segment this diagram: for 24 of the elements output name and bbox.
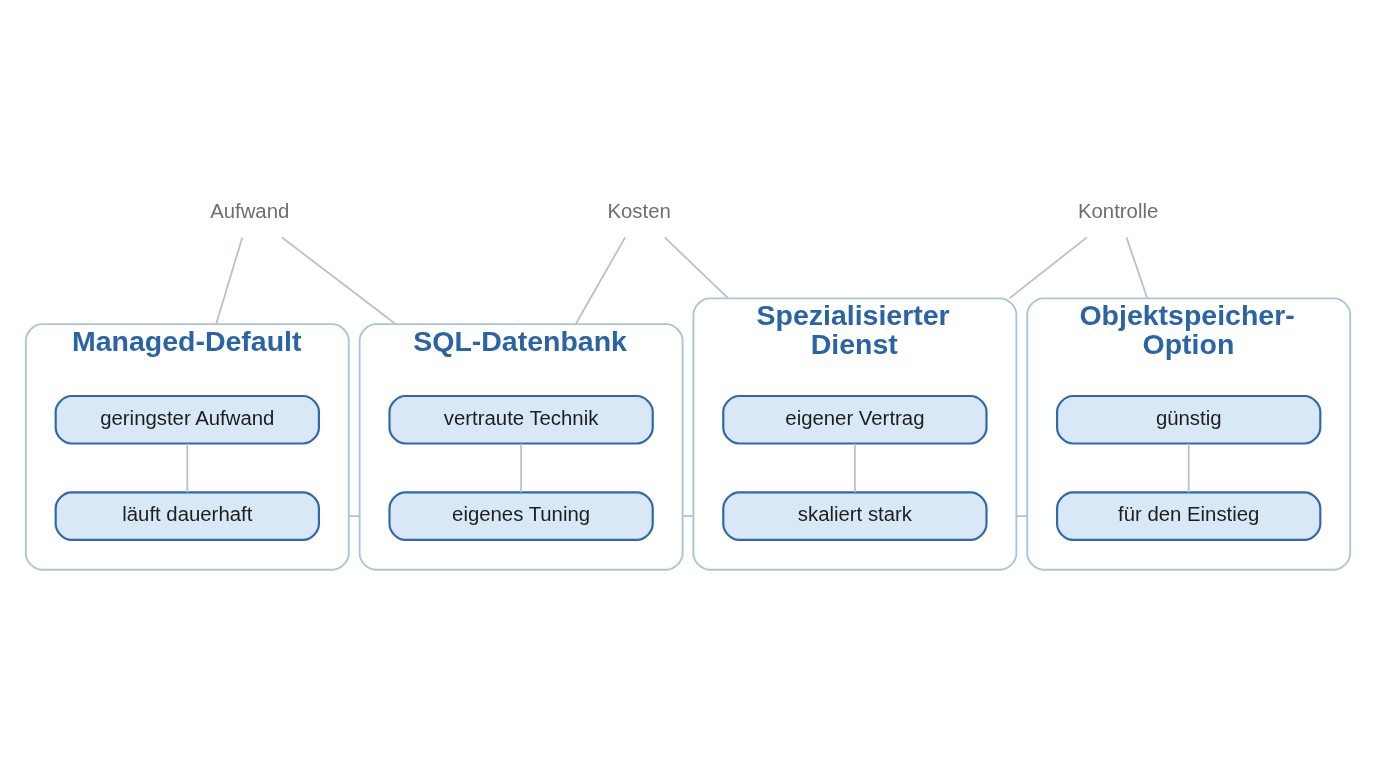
node-box: läuft dauerhaft [54,490,320,541]
connector [1015,514,1029,517]
connector [1125,236,1149,299]
node-box: eigener Vertrag [722,394,988,445]
node-box: günstig [1056,394,1322,445]
connector [186,442,189,493]
connector [1187,442,1190,493]
node-box: für den Einstieg [1056,490,1322,541]
connector [347,514,361,517]
node-text: Kontrolle [1077,199,1159,222]
connector [574,236,627,325]
connector [281,236,397,325]
connector [681,514,695,517]
node-text: Kosten [607,199,671,222]
node-box: geringster Aufwand [54,394,320,445]
node-box: vertraute Technik [388,394,654,445]
connector [215,236,244,325]
node-box: skaliert stark [722,490,988,541]
connector [1008,236,1088,299]
node-text: Aufwand [210,199,290,222]
node-box: eigenes Tuning [388,490,654,541]
connector [520,442,522,493]
connector [663,236,730,299]
connector [854,442,856,493]
